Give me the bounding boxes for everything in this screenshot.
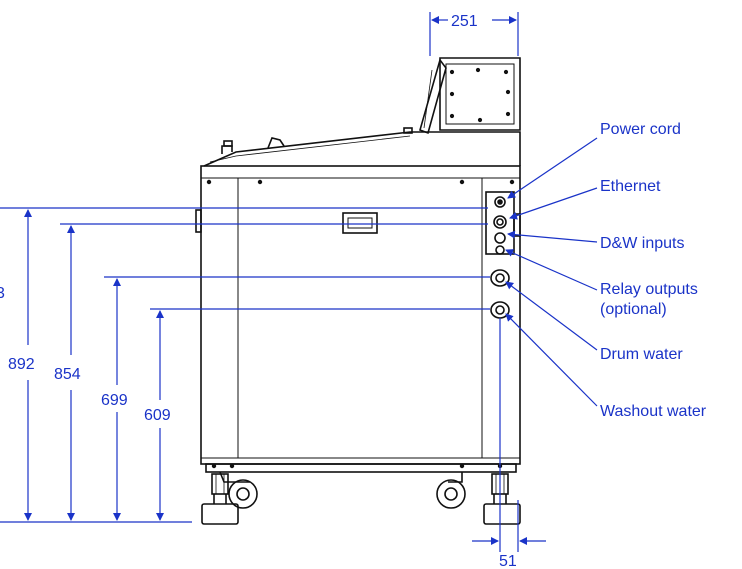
- callout-relay-outputs-line1: Relay outputs: [600, 281, 698, 298]
- dim-bottom-offset-label: 51: [499, 553, 517, 569]
- callout-leaders: [505, 137, 598, 407]
- dim-top-width-label: 251: [451, 13, 478, 30]
- leader-power-cord: [507, 137, 598, 199]
- leader-relay-outputs: [505, 249, 598, 291]
- cabinet-body: [200, 165, 521, 465]
- leader-washout-water: [505, 313, 598, 407]
- top-handle: [267, 137, 285, 149]
- callout-relay-outputs-line2: (optional): [600, 301, 667, 318]
- dimension-lines: [0, 12, 546, 552]
- leader-drum-water: [505, 281, 598, 351]
- callout-washout-water: Washout water: [600, 403, 707, 420]
- right-foot: [483, 473, 521, 525]
- dim-cropped-label: 3: [0, 285, 5, 302]
- emergency-knob: [221, 145, 233, 154]
- callout-dw-inputs: D&W inputs: [600, 235, 684, 252]
- right-caster: [436, 472, 466, 509]
- dim-609-label: 609: [144, 407, 171, 424]
- callout-drum-water: Drum water: [600, 346, 683, 363]
- control-display: [419, 57, 521, 135]
- dim-892-label: 892: [8, 356, 35, 373]
- drum-water-fitting: [490, 269, 510, 287]
- callout-power-cord: Power cord: [600, 121, 681, 138]
- side-handle: [342, 212, 378, 234]
- leader-dw-inputs: [507, 230, 598, 243]
- leader-ethernet: [509, 187, 598, 220]
- washout-water-fitting: [490, 301, 510, 319]
- machine-top-slope: [203, 131, 521, 167]
- dim-854-label: 854: [54, 366, 81, 383]
- dim-699-label: 699: [101, 392, 128, 409]
- machine-outline: [195, 57, 521, 525]
- left-foot: [201, 473, 239, 525]
- callout-ethernet: Ethernet: [600, 178, 661, 195]
